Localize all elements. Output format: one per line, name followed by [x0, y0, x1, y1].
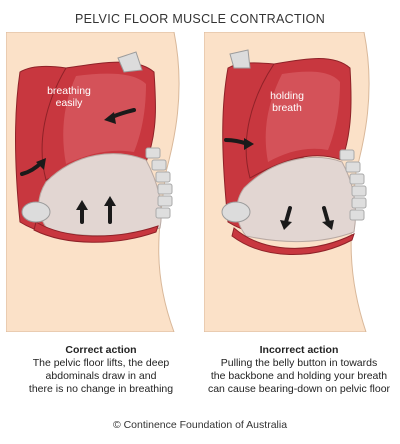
lung-label-line: easily — [55, 97, 83, 109]
muscle-highlight — [63, 73, 147, 164]
caption-correct-action: Correct action The pelvic floor lifts, t… — [6, 344, 196, 396]
lung-label-incorrect: holding breath — [242, 90, 332, 114]
spine-icon — [339, 149, 367, 221]
pelvic-floor-muscle — [231, 227, 355, 255]
caption-line: can cause bearing-down on pelvic floor — [207, 383, 391, 395]
pubic-bone-icon — [221, 201, 251, 223]
pelvic-floor-muscle — [33, 221, 159, 243]
diagram-title: PELVIC FLOOR MUSCLE CONTRACTION — [74, 12, 326, 26]
copyright-credit: © Continence Foundation of Australia — [112, 419, 288, 431]
caption-line: there is no change in breathing — [28, 383, 174, 395]
caption-incorrect-action: Incorrect action Pulling the belly butto… — [204, 344, 394, 396]
spine-icon — [145, 147, 173, 219]
panel-correct-action: breathing easily — [6, 32, 196, 332]
arrow-icon — [76, 200, 88, 210]
arrow-icon — [104, 196, 116, 206]
lung-label-line: breathing — [47, 85, 91, 97]
arrow-icon — [244, 138, 254, 150]
arrow-icon — [36, 158, 46, 170]
caption-title: Correct action — [65, 344, 137, 356]
caption-line: abdominals draw in and — [45, 370, 157, 382]
shoulder-patch — [229, 49, 251, 69]
lung-label-correct: breathing easily — [24, 85, 114, 109]
arrow-icon — [104, 112, 116, 124]
caption-title: Incorrect action — [259, 344, 339, 356]
caption-line: The pelvic floor lifts, the deep — [32, 357, 170, 369]
lung-label-line: holding — [270, 90, 304, 102]
arrow-icon — [280, 220, 292, 230]
caption-line: the backbone and holding your breath — [210, 370, 388, 382]
arrow-icon — [284, 206, 330, 224]
shoulder-patch — [117, 51, 143, 73]
abdominal-cavity — [38, 153, 162, 237]
arrow-icon — [322, 220, 334, 230]
torso-illustration-correct — [6, 32, 180, 332]
muscle-highlight — [265, 71, 340, 162]
panel-incorrect-action: holding breath — [204, 32, 394, 332]
arrow-icon — [80, 202, 112, 224]
pubic-bone-icon — [21, 201, 51, 223]
lung-label-line: breath — [272, 102, 302, 114]
torso-illustration-incorrect — [204, 32, 370, 332]
caption-line: Pulling the belly button in towards — [220, 357, 378, 369]
